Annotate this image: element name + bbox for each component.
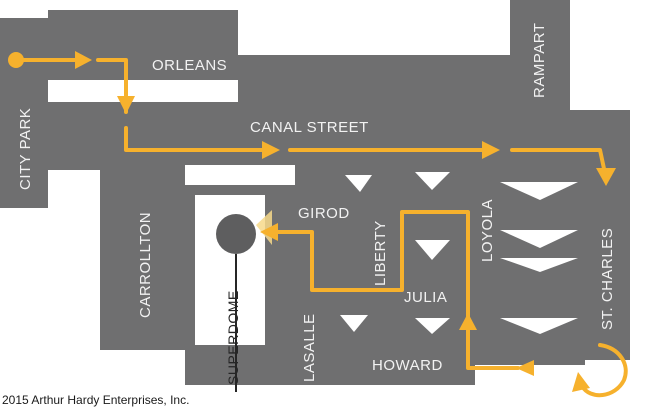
block-rampart <box>510 0 570 110</box>
street-label-julia: JULIA <box>404 289 447 306</box>
arrow-head-icon <box>482 141 500 159</box>
street-label-girod: GIROD <box>298 205 350 222</box>
cutout-10 <box>148 85 190 100</box>
street-label-loyola: LOYOLA <box>479 199 496 262</box>
street-label-lasalle: LASALLE <box>301 313 318 382</box>
arrow-head-icon <box>75 51 92 69</box>
arrow-heads <box>75 51 616 392</box>
dome-circle-icon <box>216 214 256 254</box>
street-label-liberty: LIBERTY <box>372 220 389 286</box>
cutout-3 <box>500 182 578 200</box>
cutout-2 <box>415 172 450 190</box>
arrow-head-icon <box>117 96 135 114</box>
parade-route <box>16 58 628 397</box>
cutout-8 <box>415 318 450 334</box>
block-carrollton <box>100 165 185 350</box>
route-seg-howard <box>466 323 520 370</box>
cutout-9 <box>500 318 578 334</box>
arrow-head-icon <box>572 372 590 392</box>
route-seg-down <box>124 126 277 152</box>
landmark-label-superdome: SUPERDOME <box>225 290 241 385</box>
arrow-head-icon <box>262 141 280 159</box>
gap-dome-area <box>185 165 295 185</box>
block-north-east <box>238 55 510 110</box>
street-label-howard: HOWARD <box>372 357 443 374</box>
arrow-head-icon <box>596 168 616 186</box>
arrow-head-icon <box>459 313 477 330</box>
street-label-city-park: CITY PARK <box>17 108 34 190</box>
gap-carrollton-left <box>48 170 100 420</box>
block-city-park <box>0 18 48 208</box>
arrow-head-icon <box>516 360 534 376</box>
route-seg-st-charles-loop <box>580 343 628 397</box>
cutout-5 <box>500 258 578 272</box>
copyright-text: 2015 Arthur Hardy Enterprises, Inc. <box>2 393 189 407</box>
city-blocks <box>0 0 630 385</box>
street-label-canal: CANAL STREET <box>250 119 369 136</box>
cutout-1 <box>345 175 372 192</box>
block-canal <box>48 110 630 170</box>
dome-highlight <box>256 210 272 245</box>
cutout-7 <box>340 315 368 332</box>
arrow-head-icon <box>260 223 278 241</box>
start-dot-icon <box>8 52 24 68</box>
block-st-charles <box>585 150 630 360</box>
street-label-st-charles: ST. CHARLES <box>599 228 616 330</box>
street-label-rampart: RAMPART <box>531 23 548 98</box>
block-center <box>295 170 475 385</box>
street-label-orleans: ORLEANS <box>152 57 227 74</box>
street-label-carrollton: CARROLLTON <box>137 212 154 318</box>
route-seg-loyola <box>273 210 470 327</box>
gap-top-white <box>238 0 510 55</box>
cutout-4 <box>500 230 578 248</box>
cutout-6 <box>415 240 450 260</box>
gap-orleans-row <box>48 80 238 102</box>
street-gaps <box>48 0 578 420</box>
route-seg-orleans <box>96 58 128 114</box>
